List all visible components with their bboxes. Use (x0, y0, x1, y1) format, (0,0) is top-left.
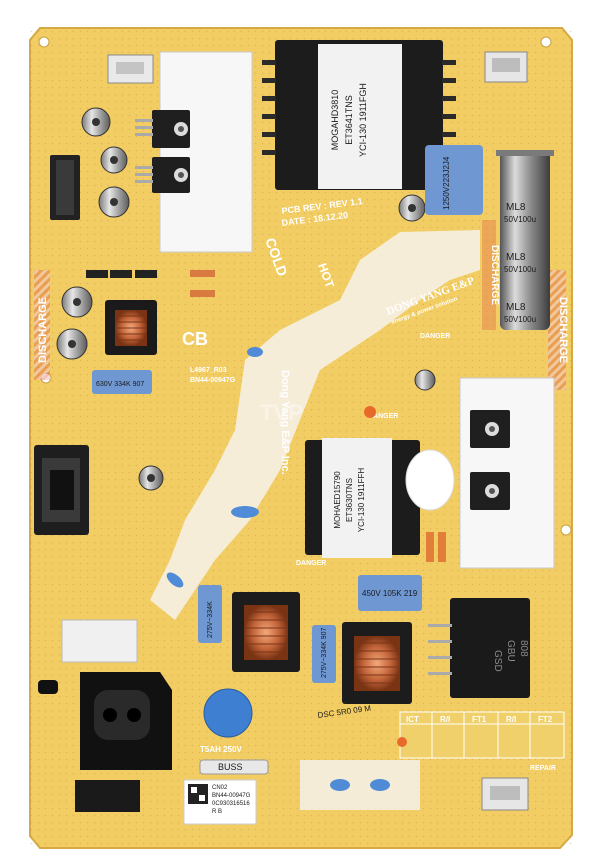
svg-text:ML8: ML8 (506, 252, 526, 263)
transformer-t2: MOHAED15790 ET3630TNS YCI-130 1911FFH (305, 438, 420, 558)
disc-capacitor (203, 688, 253, 738)
svg-text:630V 334K 907: 630V 334K 907 (96, 381, 144, 388)
watermark: TVP (260, 400, 303, 425)
choke-l2 (232, 592, 300, 672)
transistor-q1 (135, 110, 190, 148)
svg-text:BN44-00947G: BN44-00947G (212, 793, 251, 799)
discharge-label-left: DISCHARGE (37, 297, 49, 363)
inductor-l1 (105, 300, 157, 355)
svg-text:ML8: ML8 (506, 202, 526, 213)
connector-top-left (50, 155, 80, 220)
ac-inlet (38, 619, 172, 812)
t1-label-1: MOGAHD3810 (330, 90, 340, 151)
cap-c4 (61, 286, 93, 318)
maker-vertical: Dong Yang E&P Inc. (279, 370, 291, 475)
svg-text:808: 808 (518, 640, 529, 657)
discharge-label-right: DISCHARGE (557, 297, 569, 363)
choke-l3 (342, 622, 412, 704)
discharge-strip-center (482, 220, 496, 330)
transistor-q3 (470, 410, 510, 448)
svg-text:CN02: CN02 (212, 785, 228, 791)
svg-text:R/I: R/I (506, 715, 516, 724)
svg-text:275V~334K 907: 275V~334K 907 (321, 627, 328, 678)
svg-text:50V100u: 50V100u (504, 315, 536, 324)
cap-c5 (56, 328, 88, 360)
transistor-q2 (135, 157, 190, 193)
small-orange-parts (364, 406, 407, 747)
fuse: BUSS (199, 759, 269, 775)
svg-text:450V 105K 219: 450V 105K 219 (362, 589, 418, 598)
diode-row (86, 270, 215, 297)
discharge-label-center: DISCHARGE (489, 245, 500, 305)
svg-text:MOHAED15790: MOHAED15790 (333, 471, 342, 529)
cb-label: CB (182, 329, 208, 349)
clip-top-right (484, 51, 528, 83)
chip-label: L4967_R03 (190, 367, 227, 374)
film-cap-5: 630V 334K 907 (92, 370, 152, 394)
chip-part: BN44-00947G (190, 377, 236, 384)
svg-text:1250V223J2J4: 1250V223J2J4 (442, 156, 451, 210)
svg-text:50V100u: 50V100u (504, 215, 536, 224)
cap-c1 (81, 107, 111, 137)
danger-label-3: DANGER (296, 560, 326, 567)
t1-label-2: ET3641TNS (344, 95, 354, 145)
svg-text:R B: R B (212, 809, 222, 815)
bulk-capacitor: ML8 50V100u ML8 50V100u ML8 50V100u (496, 150, 554, 330)
film-cap-4: 275V~334K (198, 585, 222, 643)
tape-bottom (300, 760, 420, 810)
svg-text:ML8: ML8 (506, 302, 526, 313)
repair-label: REPAIR (530, 765, 556, 772)
small-blue-parts (166, 347, 390, 791)
heatsink-panel-top (159, 51, 253, 253)
barcode-sticker: CN02 BN44-00947G 0C930316516 R B (183, 779, 257, 825)
film-cap-2: 450V 105K 219 (358, 575, 422, 611)
svg-text:0C930316516: 0C930316516 (212, 801, 250, 807)
film-cap-1: 1250V223J2J4 (425, 145, 483, 215)
svg-text:GBU: GBU (505, 640, 516, 662)
cap-c3 (98, 186, 130, 218)
resistor-pair (426, 532, 446, 562)
svg-text:BUSS: BUSS (218, 762, 243, 772)
test-bar: ICT R/I FT1 R/I FT2 (399, 711, 565, 759)
bridge-rectifier: GSD GBU 808 (428, 598, 530, 698)
mounting-hole-mr (560, 524, 572, 536)
cap-c7 (414, 369, 436, 391)
cap-c8 (138, 465, 164, 491)
mounting-hole-tr (540, 36, 552, 48)
svg-text:ET3630TNS: ET3630TNS (345, 478, 354, 522)
mounting-hole-tl (38, 36, 50, 48)
svg-text:R/I: R/I (440, 715, 450, 724)
transformer-t1: MOGAHD3810 ET3641TNS YCI-130 1911FGH (262, 40, 456, 190)
danger-label-1: DANGER (420, 333, 450, 340)
danger-label-2: DANGER (368, 413, 398, 420)
cap-c6 (398, 194, 426, 222)
clip-bottom-right (481, 777, 529, 811)
white-glue (405, 449, 455, 511)
svg-text:FT2: FT2 (538, 715, 553, 724)
svg-text:GSD: GSD (492, 650, 503, 672)
t1-label-3: YCI-130 1911FGH (358, 83, 368, 157)
svg-text:275V~334K: 275V~334K (207, 601, 214, 638)
transistor-q4 (470, 472, 510, 510)
connector-mid-left (34, 445, 89, 535)
svg-text:YCI-130 1911FFH: YCI-130 1911FFH (357, 468, 366, 533)
svg-text:50V100u: 50V100u (504, 265, 536, 274)
svg-text:FT1: FT1 (472, 715, 487, 724)
svg-text:ICT: ICT (406, 715, 419, 724)
isolation-channel (150, 230, 480, 620)
cap-c2 (100, 146, 128, 174)
film-cap-3: 275V~334K 907 (312, 625, 336, 683)
fuse-rating: T5AH 250V (200, 745, 242, 754)
